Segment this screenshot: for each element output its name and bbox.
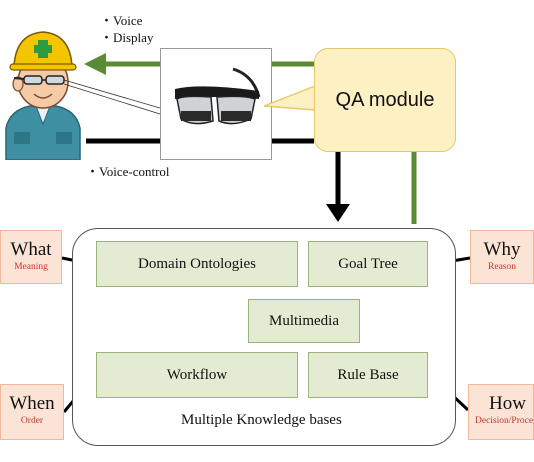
when-sub: Order (20, 416, 44, 426)
goal-tree-node: Goal Tree (308, 241, 428, 287)
qa-module-label: QA module (335, 88, 435, 111)
voice-control-label: ・Voice-control (86, 164, 170, 179)
why-word: Why (483, 239, 521, 260)
workflow-node: Workflow (96, 352, 298, 398)
why-box: Why Reason (470, 230, 534, 284)
smart-glasses-icon (175, 67, 261, 125)
qa-module-box: QA module (314, 48, 456, 152)
domain-ontologies-node: Domain Ontologies (96, 241, 298, 287)
display-label: ・Display (100, 30, 154, 45)
what-box: What Meaning (0, 230, 62, 284)
qa-to-kb-arrowhead (326, 204, 350, 222)
multimedia-node: Multimedia (248, 299, 360, 343)
why-sub: Reason (488, 262, 516, 272)
goal-tree-label: Goal Tree (338, 255, 398, 272)
how-sub: Decision/Procedure (475, 416, 534, 426)
display-output-arrowhead (84, 53, 106, 75)
multimedia-label: Multimedia (269, 312, 339, 329)
domain-ontologies-label: Domain Ontologies (138, 255, 256, 272)
when-box: When Order (0, 384, 64, 440)
smart-glasses-panel (160, 48, 272, 160)
when-word: When (9, 393, 55, 414)
workflow-label: Workflow (166, 366, 228, 383)
how-word: How (489, 393, 526, 414)
rule-base-node: Rule Base (308, 352, 428, 398)
what-sub: Meaning (14, 262, 48, 272)
what-word: What (10, 239, 52, 260)
how-box: How Decision/Procedure (468, 384, 534, 440)
voice-label: ・Voice (100, 13, 143, 28)
rule-base-label: Rule Base (337, 366, 399, 383)
worker-with-hardhat-icon (5, 31, 81, 160)
qa-callout-tail (263, 85, 316, 111)
knowledge-bases-title: Multiple Knowledge bases (181, 412, 342, 428)
